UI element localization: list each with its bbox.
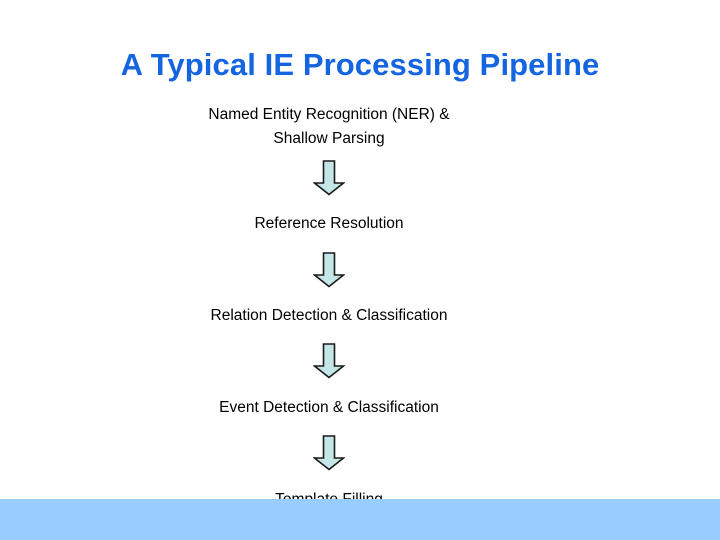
pipeline-flow-diagram: Named Entity Recognition (NER) & Shallow… <box>129 103 529 512</box>
down-block-arrow-icon <box>313 252 345 288</box>
flow-arrow-2 <box>313 252 345 288</box>
flow-arrow-4 <box>313 435 345 471</box>
down-block-arrow-icon <box>313 160 345 196</box>
down-block-arrow-icon <box>313 435 345 471</box>
pipeline-stage-relation-detection: Relation Detection & Classification <box>210 307 448 324</box>
footer-accent-bar <box>0 499 720 540</box>
flow-arrow-3 <box>313 343 345 379</box>
flow-arrow-1 <box>313 160 345 196</box>
page-title: A Typical IE Processing Pipeline <box>120 47 600 82</box>
pipeline-stage-event-detection: Event Detection & Classification <box>219 399 439 416</box>
pipeline-stage-ner: Named Entity Recognition (NER) & Shallow… <box>208 106 450 147</box>
down-block-arrow-icon <box>313 343 345 379</box>
pipeline-stage-reference-resolution: Reference Resolution <box>254 215 404 232</box>
